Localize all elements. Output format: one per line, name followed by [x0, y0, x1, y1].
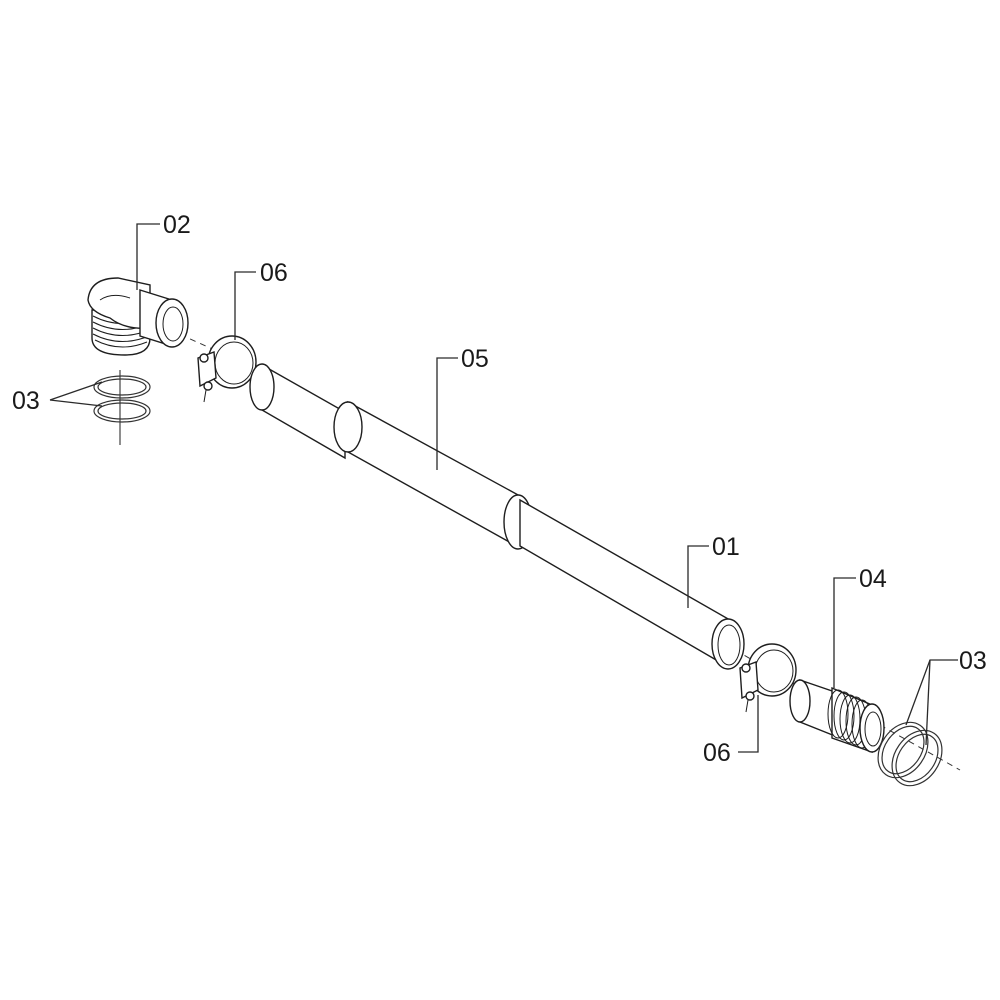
label-elbow: 02 — [163, 211, 191, 239]
hose-clamp-bottom — [739, 643, 797, 713]
label-adapter: 04 — [859, 565, 887, 593]
part-labels: 02 06 05 01 04 03 03 06 — [12, 211, 987, 767]
threaded-adapter — [789, 679, 885, 753]
leader-lines — [49, 223, 958, 753]
label-o-rings-left: 03 — [12, 387, 40, 415]
label-clamp-top: 06 — [260, 259, 288, 287]
hose-clamp-top — [197, 335, 257, 403]
label-sleeve: 05 — [461, 345, 489, 373]
label-pipe: 01 — [712, 533, 740, 561]
label-o-rings-right: 03 — [959, 647, 987, 675]
o-rings-right — [877, 721, 943, 787]
label-clamp-bottom: 06 — [703, 739, 731, 767]
elbow-fitting — [87, 277, 189, 356]
o-rings-left — [93, 375, 151, 423]
pipe-sleeve-assembly — [249, 363, 745, 670]
